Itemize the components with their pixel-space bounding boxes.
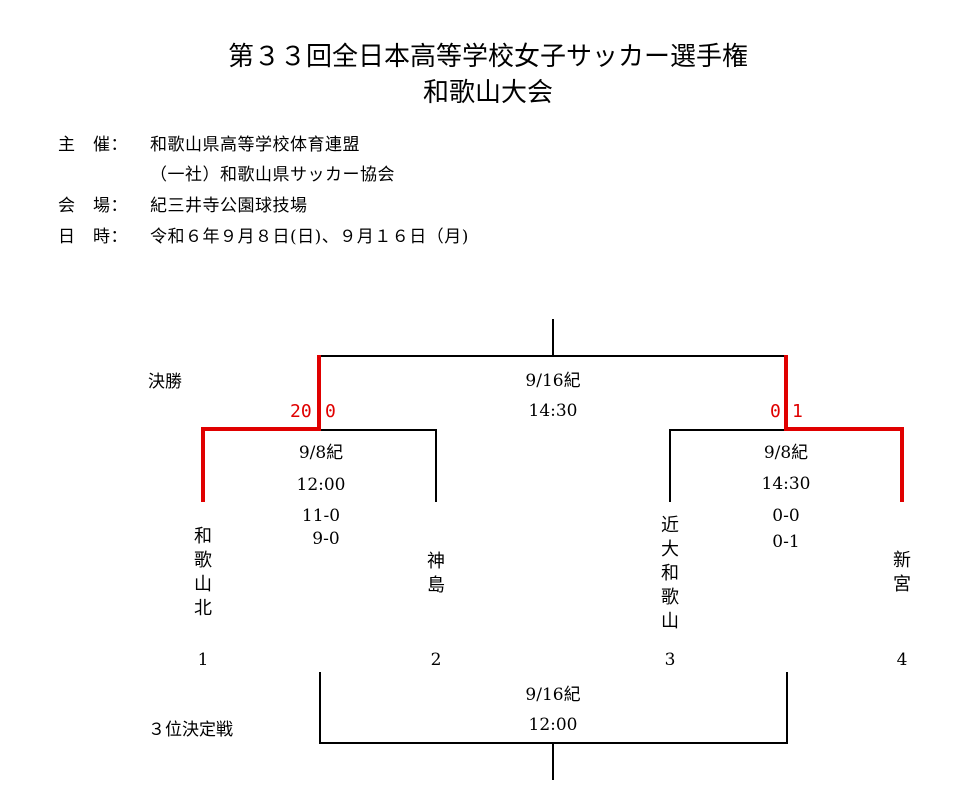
team-name-1: 和歌山北 bbox=[194, 526, 212, 619]
date-label: 日 時： bbox=[58, 227, 128, 247]
team-name-3: 近大和歌山 bbox=[661, 515, 679, 632]
team-seed-2: 2 bbox=[430, 650, 442, 670]
team-seed-1: 1 bbox=[197, 650, 209, 670]
third-left-vertical bbox=[319, 672, 321, 744]
page-title-line1: 第３３回全日本高等学校女子サッカー選手権 bbox=[227, 42, 748, 72]
left-winner-vertical bbox=[317, 355, 321, 431]
right-semi-score-b: 0-1 bbox=[772, 532, 800, 552]
right-winner-vertical bbox=[784, 355, 788, 431]
left-semi-time: 12:00 bbox=[296, 475, 346, 495]
team-seed-4: 4 bbox=[896, 650, 908, 670]
left-semi-score-b: 9-0 bbox=[312, 529, 340, 549]
right-final-score-a: 0 bbox=[770, 401, 781, 422]
left-semi-date: 9/8紀 bbox=[298, 443, 344, 463]
date-text: 令和６年９月８日(日)、９月１６日（月) bbox=[150, 227, 469, 247]
right-final-score-b: 1 bbox=[792, 401, 803, 422]
right-semi-red-horizontal bbox=[784, 427, 904, 431]
final-horizontal-line bbox=[319, 355, 788, 357]
page-title-line2: 和歌山大会 bbox=[422, 78, 553, 108]
organizer-1: 和歌山県高等学校体育連盟 bbox=[150, 135, 360, 155]
third-place-label: ３位決定戦 bbox=[148, 720, 233, 740]
organizer-label: 主 催： bbox=[58, 135, 128, 155]
right-semi-date: 9/8紀 bbox=[763, 443, 809, 463]
venue-label: 会 場： bbox=[58, 196, 128, 216]
third-date: 9/16紀 bbox=[525, 685, 581, 705]
left-team2-vertical bbox=[435, 429, 437, 502]
right-semi-score-a: 0-0 bbox=[772, 506, 800, 526]
final-top-stem bbox=[552, 319, 554, 357]
team-name-2: 神島 bbox=[427, 551, 445, 596]
third-bottom-stem bbox=[552, 742, 554, 780]
organizer-2: （一社）和歌山県サッカー協会 bbox=[150, 165, 395, 185]
left-semi-score-a: 11-0 bbox=[301, 506, 341, 526]
final-date: 9/16紀 bbox=[525, 371, 581, 391]
third-time: 12:00 bbox=[528, 715, 578, 735]
left-team1-red-vertical bbox=[201, 427, 205, 502]
right-team4-red-vertical bbox=[900, 427, 904, 502]
right-team3-vertical bbox=[669, 429, 671, 502]
venue: 紀三井寺公園球技場 bbox=[150, 196, 308, 216]
left-final-score-a: 20 bbox=[290, 401, 312, 422]
team-seed-3: 3 bbox=[664, 650, 676, 670]
final-time: 14:30 bbox=[528, 401, 578, 421]
final-label: 決勝 bbox=[148, 372, 182, 392]
left-semi-red-horizontal bbox=[201, 427, 321, 431]
right-semi-black-horizontal bbox=[669, 429, 786, 431]
third-right-vertical bbox=[786, 672, 788, 744]
team-name-4: 新宮 bbox=[893, 550, 911, 595]
left-semi-black-horizontal bbox=[321, 429, 437, 431]
left-final-score-b: 0 bbox=[325, 401, 336, 422]
right-semi-time: 14:30 bbox=[761, 474, 811, 494]
